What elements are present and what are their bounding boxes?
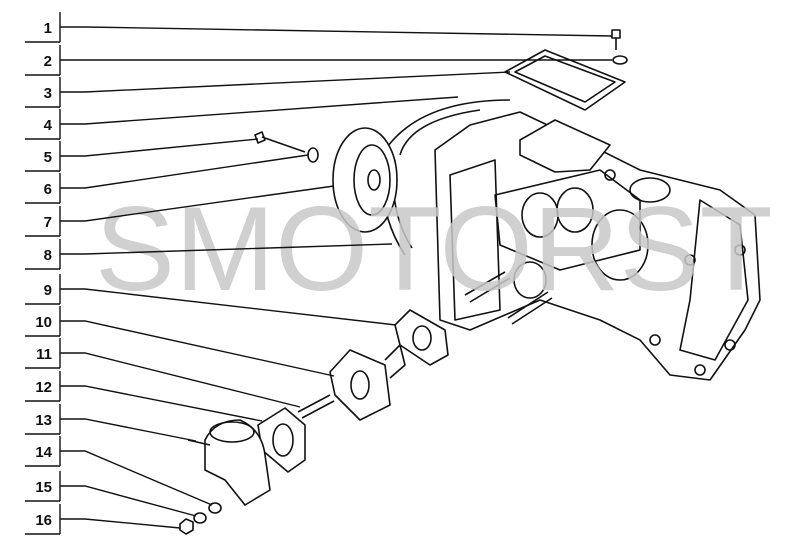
callout-1: 1: [25, 12, 613, 43]
callout-number: 4: [44, 117, 53, 134]
bolt: [254, 131, 306, 153]
leader-line: [60, 450, 213, 506]
bolt-washer: [307, 147, 319, 163]
sprocket: [332, 127, 398, 233]
callout-8: 8: [25, 239, 393, 270]
leader-line: [60, 185, 335, 222]
callout-number: 9: [44, 282, 52, 299]
leader-line: [60, 154, 309, 189]
callout-number: 16: [35, 512, 52, 529]
callout-box: [25, 274, 61, 305]
leader-line: [60, 26, 613, 37]
gasket: [519, 119, 611, 173]
callout-box: [25, 77, 61, 108]
callout-number: 3: [44, 85, 52, 102]
leader-line: [60, 288, 397, 326]
callout-number: 13: [35, 412, 52, 429]
callout-box: [25, 206, 61, 237]
callout-9: 9: [25, 274, 397, 326]
leader-line: [60, 418, 197, 442]
callout-number: 8: [44, 247, 52, 264]
callout-14: 14: [25, 436, 213, 506]
callout-2: 2: [25, 45, 612, 76]
leader-line: [60, 352, 301, 408]
callout-number: 7: [44, 214, 52, 231]
callout-4: 4: [25, 96, 459, 140]
sprocket-hub: [353, 144, 391, 216]
leader-line: [60, 96, 459, 125]
callout-box: [25, 141, 61, 172]
screw: [611, 29, 621, 50]
washer-15: [193, 512, 207, 524]
callout-number: 11: [36, 346, 52, 363]
callout-12: 12: [25, 371, 263, 422]
callout-box: [25, 173, 61, 204]
callout-number: 10: [35, 314, 52, 331]
callout-11: 11: [25, 338, 301, 408]
washer-14: [208, 502, 222, 514]
callout-box: [25, 12, 61, 43]
callout-number: 15: [35, 479, 52, 496]
callout-number: 2: [44, 53, 52, 70]
leader-line: [60, 138, 259, 157]
callout-number: 6: [44, 181, 52, 198]
callout-box: [25, 45, 61, 76]
cover: [504, 49, 626, 111]
callout-16: 16: [25, 504, 181, 535]
fuel-pump: [187, 419, 271, 506]
sprocket-bore: [367, 169, 381, 191]
leader-line: [60, 518, 181, 529]
spacer: [329, 349, 391, 421]
callout-13: 13: [25, 404, 197, 442]
callout-10: 10: [25, 306, 335, 377]
callout-box: [25, 109, 61, 140]
callout-7: 7: [25, 185, 335, 237]
callout-number: 12: [35, 379, 52, 396]
callout-number: 5: [44, 149, 52, 166]
callout-6: 6: [25, 154, 309, 204]
leader-line: [60, 243, 393, 255]
cover-rim: [514, 55, 616, 103]
watermark: SMOTORST: [95, 182, 773, 316]
callout-box: [25, 239, 61, 270]
callout-3: 3: [25, 71, 511, 108]
nut: [179, 518, 194, 535]
leader-line: [60, 485, 197, 517]
washer: [612, 55, 628, 65]
callout-5: 5: [25, 138, 259, 172]
callout-number: 14: [35, 444, 52, 461]
leader-line: [60, 71, 511, 93]
pushrod: [297, 394, 335, 419]
callout-15: 15: [25, 471, 197, 517]
leader-line: [60, 320, 335, 377]
leader-line: [60, 385, 263, 422]
callout-number: 1: [44, 20, 52, 37]
